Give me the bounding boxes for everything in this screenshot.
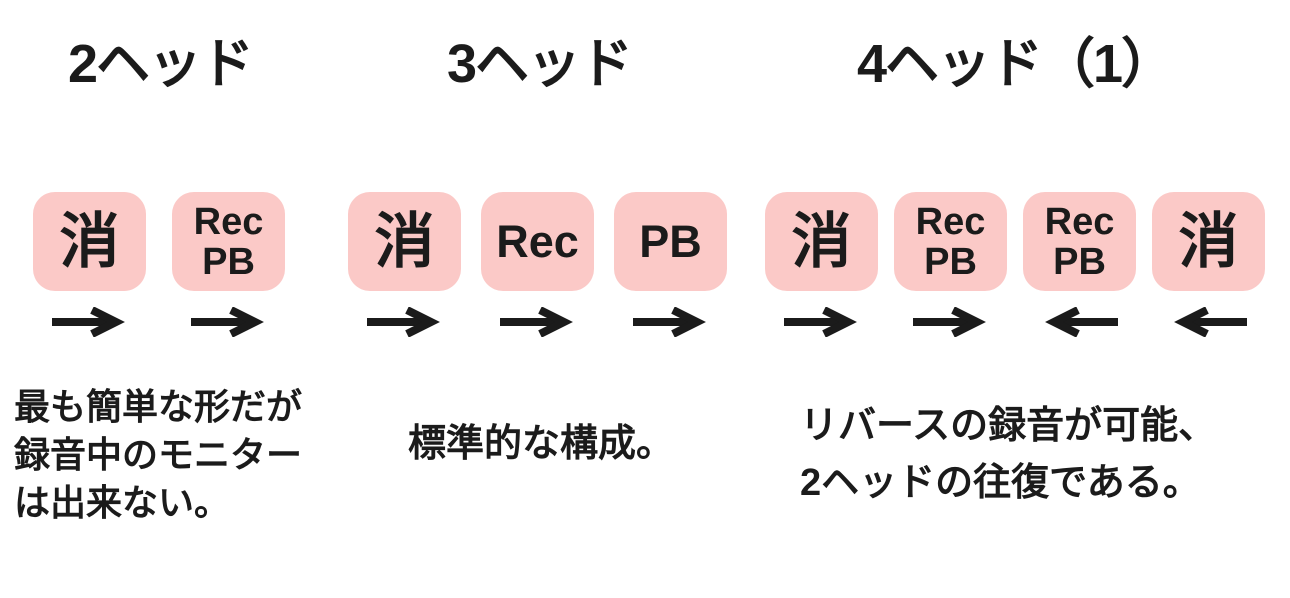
right-arrow-icon	[189, 307, 269, 337]
column-description-2head: 最も簡単な形だが録音中のモニターは出来ない。	[14, 383, 302, 527]
head-label: 消	[791, 207, 852, 275]
head-box: 消	[33, 192, 146, 291]
right-arrow-icon	[782, 307, 862, 337]
head-cell: 消	[765, 192, 878, 337]
head-box: 消	[765, 192, 878, 291]
left-arrow-icon	[1169, 307, 1249, 337]
head-cell: 消	[348, 192, 461, 337]
description-line: リバースの録音が可能、	[800, 405, 1217, 447]
head-label: PB	[1053, 240, 1106, 283]
head-cell: 消	[1152, 192, 1265, 337]
head-label: 消	[374, 207, 435, 275]
description-line: 2ヘッドの往復である。	[800, 462, 1201, 504]
head-label: PB	[924, 240, 977, 283]
column-title-2head: 2ヘッド	[67, 34, 254, 94]
column-title-3head: 3ヘッド	[446, 34, 633, 94]
description-line: は出来ない。	[14, 482, 231, 523]
right-arrow-icon	[50, 307, 130, 337]
description-line: 録音中のモニター	[14, 434, 303, 475]
column-description-3head: 標準的な構成。	[408, 418, 674, 470]
head-cell: Rec	[481, 192, 594, 337]
right-arrow-icon	[365, 307, 445, 337]
description-line: 最も簡単な形だが	[14, 386, 303, 427]
head-box: Rec	[481, 192, 594, 291]
head-box: PB	[614, 192, 727, 291]
head-box: 消	[1152, 192, 1265, 291]
description-line: 標準的な構成。	[408, 423, 675, 465]
heads-row-3head: 消 Rec PB	[348, 192, 727, 337]
head-cell: 消	[33, 192, 146, 337]
head-label: PB	[202, 240, 255, 283]
right-arrow-icon	[498, 307, 578, 337]
right-arrow-icon	[911, 307, 991, 337]
right-arrow-icon	[631, 307, 711, 337]
head-label: Rec	[1044, 200, 1115, 243]
head-label: 消	[1178, 207, 1239, 275]
head-label: Rec	[496, 216, 579, 267]
head-label: Rec	[193, 200, 264, 243]
left-arrow-icon	[1040, 307, 1120, 337]
head-box: 消	[348, 192, 461, 291]
head-label: Rec	[915, 200, 986, 243]
head-label: 消	[59, 207, 120, 275]
head-cell: PB	[614, 192, 727, 337]
head-label: PB	[639, 216, 702, 267]
column-title-4head: 4ヘッド（1）	[856, 34, 1175, 94]
column-description-4head: リバースの録音が可能、 2ヘッドの往復である。	[800, 398, 1216, 512]
